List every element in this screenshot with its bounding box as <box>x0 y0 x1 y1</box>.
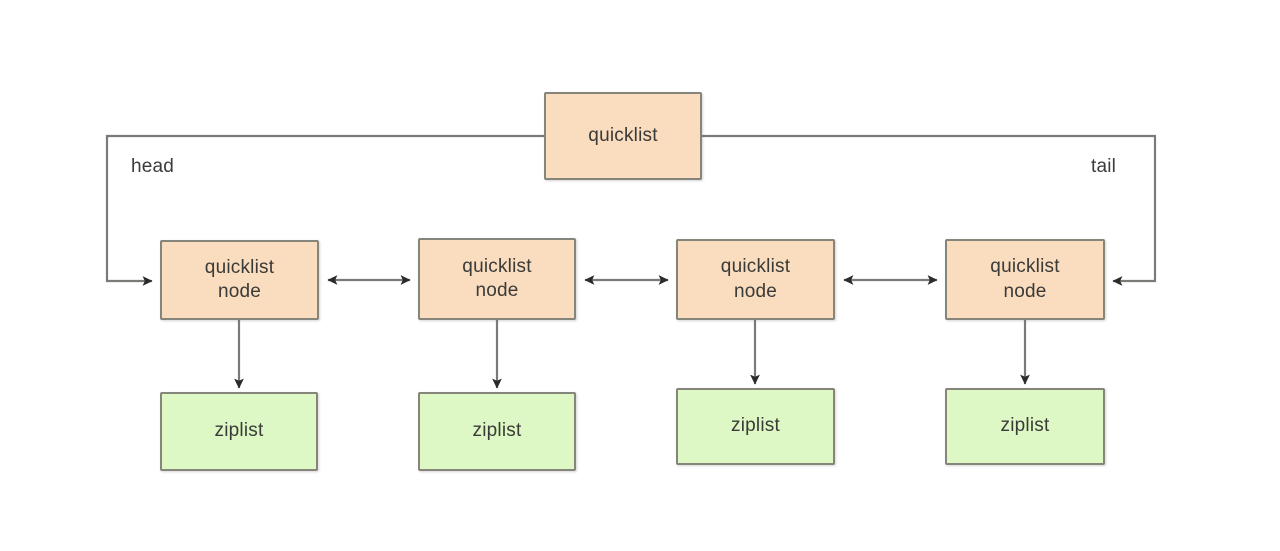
ziplist-box-2[interactable]: ziplist <box>418 392 576 471</box>
quicklist-node-box-2[interactable]: quicklist node <box>418 238 576 320</box>
ziplist-label-3: ziplist <box>731 415 780 437</box>
ziplist-box-3[interactable]: ziplist <box>676 388 835 465</box>
quicklist-node-label-4-line1: quicklist <box>990 256 1060 278</box>
quicklist-node-box-3[interactable]: quicklist node <box>676 239 835 320</box>
quicklist-node-label-3-line2: node <box>733 280 778 302</box>
quicklist-root-label: quicklist <box>588 124 658 146</box>
head-pointer-wire <box>105 134 544 286</box>
ziplist-box-4[interactable]: ziplist <box>945 388 1105 465</box>
quicklist-node-label-3-line1: quicklist <box>720 256 791 278</box>
ziplist-label-2: ziplist <box>472 420 522 442</box>
tail-pointer-wire <box>702 134 1157 286</box>
quicklist-node-label-1-line2: node <box>217 281 262 302</box>
quicklist-node-label-2-line2: node <box>475 280 519 301</box>
tail-pointer-label: tail <box>1091 156 1117 177</box>
quicklist-node-box-1[interactable]: quicklist node <box>160 240 319 320</box>
ziplist-label-1: ziplist <box>214 420 264 442</box>
ziplist-box-1[interactable]: ziplist <box>160 392 318 471</box>
quicklist-node-label-1-line1: quicklist <box>204 256 275 278</box>
ziplist-label-4: ziplist <box>1000 415 1050 437</box>
quicklist-node-box-4[interactable]: quicklist node <box>945 239 1105 320</box>
head-pointer-label: head <box>131 156 175 177</box>
quicklist-node-label-4-line2: node <box>1003 280 1047 302</box>
quicklist-root-box[interactable]: quicklist <box>544 92 702 180</box>
quicklist-node-label-2-line1: quicklist <box>462 255 532 277</box>
